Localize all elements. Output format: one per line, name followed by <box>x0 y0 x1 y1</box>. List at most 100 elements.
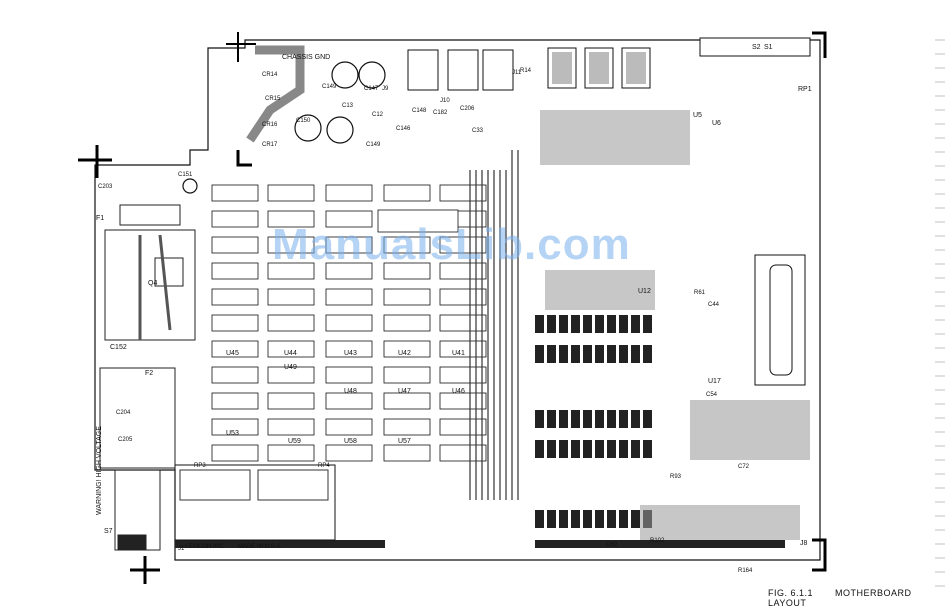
ic-chip <box>383 262 431 280</box>
dip-package <box>559 345 568 363</box>
label-c44: C44 <box>708 302 720 308</box>
dip-package <box>643 315 652 333</box>
dip-package <box>607 410 616 428</box>
dip-package <box>571 410 580 428</box>
label-c33: C33 <box>472 128 484 134</box>
label-c204: C204 <box>116 410 131 416</box>
label-c147: C147 <box>364 86 379 92</box>
ic-chip <box>211 314 259 332</box>
dip-package <box>559 440 568 458</box>
ic-chip <box>211 340 259 358</box>
ic-chip <box>211 210 259 228</box>
label-c152: C152 <box>110 344 127 351</box>
figure-title: MOTHERBOARD LAYOUT <box>768 588 912 608</box>
ic-chip-large <box>377 209 459 233</box>
dip-package <box>631 315 640 333</box>
dip-package <box>547 440 556 458</box>
ic-chip <box>439 262 487 280</box>
dip-package <box>571 315 580 333</box>
dip-package <box>619 345 628 363</box>
label-j9: J9 <box>382 86 389 92</box>
label-c13: C13 <box>342 103 354 109</box>
ic-chip <box>383 236 431 254</box>
dip-package <box>571 510 580 528</box>
ic-chip <box>439 366 487 384</box>
label-q4: Q4 <box>148 280 158 287</box>
label-made-in: MADE IN U.S.A. <box>238 544 283 550</box>
dip-package <box>631 440 640 458</box>
ic-chip <box>267 262 315 280</box>
dip-package <box>547 510 556 528</box>
ic-chip <box>325 444 373 462</box>
dip-package <box>607 315 616 333</box>
ic-chip <box>439 418 487 436</box>
ic-chip <box>267 418 315 436</box>
ic-chip <box>211 418 259 436</box>
label-rp3: RP3 <box>194 463 206 469</box>
label-cr14: CR14 <box>262 72 278 78</box>
ic-chip <box>267 184 315 202</box>
label-u12: U12 <box>638 288 651 295</box>
dip-package <box>631 345 640 363</box>
ic-chip <box>211 392 259 410</box>
ic-chip <box>211 444 259 462</box>
dip-package <box>607 440 616 458</box>
label-cr15: CR15 <box>265 96 281 102</box>
ic-chip <box>383 184 431 202</box>
label-cr17: CR17 <box>262 142 278 148</box>
dip-package <box>619 315 628 333</box>
label-c203: C203 <box>98 184 113 190</box>
dip-package <box>607 345 616 363</box>
dip-package <box>619 440 628 458</box>
ic-chip <box>383 366 431 384</box>
ic-chip <box>325 392 373 410</box>
dip-package <box>595 315 604 333</box>
dip-package <box>607 510 616 528</box>
ic-chip <box>325 210 373 228</box>
ic-chip <box>439 340 487 358</box>
label-f1: F1 <box>96 215 105 222</box>
ic-chip <box>267 314 315 332</box>
label-u17: U17 <box>708 378 721 385</box>
figure-number: FIG. 6.1.1 <box>768 588 814 598</box>
label-c72: C72 <box>738 464 750 470</box>
label-c12: C12 <box>372 112 384 118</box>
label-c206: C206 <box>460 106 475 112</box>
ic-chip <box>267 444 315 462</box>
ic-chip <box>211 184 259 202</box>
dip-package <box>583 440 592 458</box>
ic-chip <box>325 418 373 436</box>
label-j1: J1 <box>178 546 185 552</box>
ic-chip <box>211 236 259 254</box>
dip-package <box>595 510 604 528</box>
label-u59: U59 <box>288 438 301 445</box>
ic-chip <box>267 366 315 384</box>
dip-package <box>583 315 592 333</box>
ic-chip <box>325 184 373 202</box>
dip-package <box>619 510 628 528</box>
label-j11: J11 <box>512 70 522 76</box>
label-u44: U44 <box>284 350 297 357</box>
ic-chip <box>383 444 431 462</box>
ic-chip <box>211 366 259 384</box>
ic-chip <box>325 288 373 306</box>
label-c146: C146 <box>396 126 411 132</box>
label-c54: C54 <box>706 392 718 398</box>
label-c69: C69 <box>606 542 618 548</box>
label-j8: J8 <box>800 540 808 547</box>
label-u43: U43 <box>344 350 357 357</box>
label-u58: U58 <box>344 438 357 445</box>
label-rp1: RP1 <box>798 86 812 93</box>
ic-chip <box>267 210 315 228</box>
dip-package <box>595 440 604 458</box>
dip-package <box>619 410 628 428</box>
label-c182: C182 <box>433 110 448 116</box>
dip-package <box>547 315 556 333</box>
ic-chip <box>211 262 259 280</box>
ic-chip <box>439 392 487 410</box>
label-manufacturer: LEXICON INC. <box>185 544 226 550</box>
label-c151: C151 <box>178 172 193 178</box>
dip-package <box>571 345 580 363</box>
